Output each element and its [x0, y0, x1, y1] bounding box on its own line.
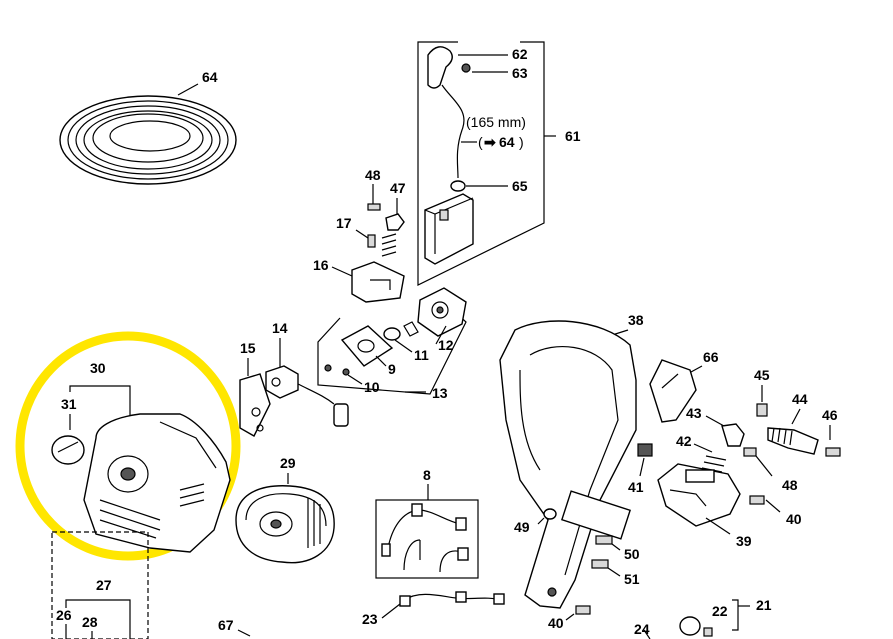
part-label-41: 41	[628, 479, 644, 495]
part-label-10: 10	[364, 379, 380, 395]
part-label-12: 12	[438, 337, 454, 353]
air-filter-29-part[interactable]	[235, 485, 335, 564]
spring-47-part[interactable]	[381, 213, 405, 257]
screw-48-right-part[interactable]	[743, 447, 757, 457]
part-label-67: 67	[218, 617, 234, 633]
part-label-11: 11	[414, 347, 429, 363]
handle-38-part[interactable]	[499, 320, 637, 609]
screw-46-part[interactable]	[825, 447, 841, 457]
part-label-40-bottom: 40	[548, 615, 564, 631]
hose-ref-open-paren: (	[478, 134, 483, 150]
part-label-26: 26	[56, 607, 72, 623]
hose-ref-close-paren: )	[519, 134, 524, 150]
brake-66-part[interactable]	[649, 359, 697, 423]
pickup-weight-part[interactable]	[427, 46, 508, 89]
screw-40-right-part[interactable]	[749, 495, 765, 505]
filter-cover-30-part[interactable]	[83, 413, 231, 553]
hose-ref-arrow-icon: ➡	[484, 134, 496, 150]
screw-40-bottom-part[interactable]	[575, 605, 591, 615]
screw-45-part[interactable]	[756, 403, 768, 417]
part-label-42: 42	[676, 433, 692, 449]
bracket-16-part[interactable]	[351, 261, 405, 303]
part-label-8: 8	[423, 467, 431, 483]
part-label-27: 27	[96, 577, 112, 593]
part-label-45: 45	[754, 367, 770, 383]
part-label-17: 17	[336, 215, 352, 231]
part-label-31: 31	[61, 396, 77, 412]
part-label-22: 22	[712, 603, 728, 619]
part-label-13: 13	[432, 385, 448, 401]
part-label-28: 28	[82, 614, 98, 630]
part-label-15: 15	[240, 340, 256, 356]
part-label-9: 9	[388, 361, 396, 377]
part-label-48-top: 48	[365, 167, 381, 183]
part-label-44: 44	[792, 391, 808, 407]
part-label-50: 50	[624, 546, 640, 562]
part-label-66: 66	[703, 349, 719, 365]
part-label-46: 46	[822, 407, 838, 423]
part-41[interactable]	[637, 443, 653, 457]
clip-part[interactable]	[461, 63, 508, 73]
connector-part[interactable]	[333, 403, 349, 427]
part-label-38: 38	[628, 312, 644, 328]
bushing-49-part[interactable]	[543, 508, 557, 520]
nozzle-11-part[interactable]	[383, 321, 419, 341]
part-label-51: 51	[624, 571, 640, 587]
fuel-pickup-group	[417, 41, 556, 286]
fuel-line-set-box	[375, 499, 479, 579]
bracket-39-part[interactable]	[657, 463, 741, 527]
part-label-40-right: 40	[786, 511, 802, 527]
grommet-part[interactable]	[450, 180, 508, 192]
coiled-hose-part[interactable]	[59, 95, 237, 185]
carburetor-12-part[interactable]	[417, 287, 467, 337]
part-label-39: 39	[736, 533, 752, 549]
part-label-43: 43	[686, 405, 702, 421]
part-label-30: 30	[90, 360, 106, 376]
part-label-23: 23	[362, 611, 378, 627]
part-43[interactable]	[721, 423, 745, 447]
part-label-16: 16	[313, 257, 329, 273]
highlight-circle	[15, 331, 241, 561]
part-label-63: 63	[512, 65, 528, 81]
hose-length-note: (165 mm)	[466, 114, 526, 130]
ignition-module-14-part[interactable]	[265, 365, 335, 405]
hose-23-part[interactable]	[399, 591, 505, 607]
screw-17-part[interactable]	[367, 234, 376, 248]
part-label-29: 29	[280, 455, 296, 471]
knob-31-part[interactable]	[51, 435, 85, 465]
spring-44-part[interactable]	[767, 427, 819, 455]
part-label-65: 65	[512, 178, 528, 194]
screw-48-part[interactable]	[367, 203, 381, 211]
screw-10-part[interactable]	[342, 368, 350, 376]
clip-small-icon	[324, 364, 332, 372]
cap-22-part[interactable]	[679, 616, 713, 637]
part-label-21: 21	[756, 597, 772, 613]
screw-51-part[interactable]	[591, 559, 609, 569]
fuel-line-set-8-part[interactable]	[381, 503, 469, 573]
part-label-48-right: 48	[782, 477, 798, 493]
part-label-61: 61	[565, 128, 581, 144]
switch-15-part[interactable]	[239, 373, 271, 437]
part-label-49: 49	[514, 519, 530, 535]
screw-50-part[interactable]	[595, 535, 613, 545]
gasket-9-part[interactable]	[340, 325, 394, 367]
part-label-62: 62	[512, 46, 528, 62]
part-label-14: 14	[272, 320, 288, 336]
hose-ref-label: 64	[499, 134, 515, 150]
part-label-47: 47	[390, 180, 406, 196]
part-label-64: 64	[202, 69, 218, 85]
dashed-group-box	[51, 531, 149, 639]
fuel-tank-part[interactable]	[424, 193, 474, 265]
